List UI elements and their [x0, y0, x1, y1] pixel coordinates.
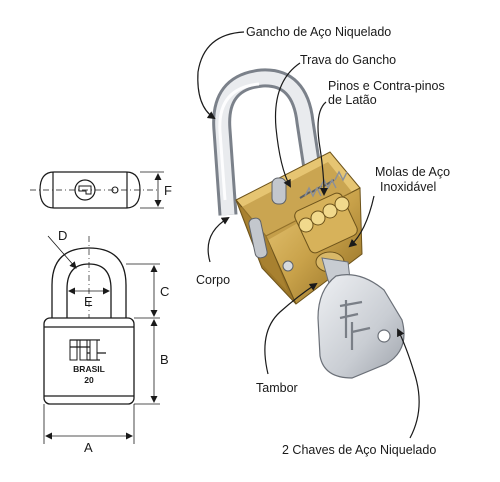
label-trava: Trava do Gancho [300, 53, 396, 67]
dimension-e: E [84, 294, 93, 309]
brand-name: BRASIL [73, 364, 105, 374]
dimension-f: F [164, 183, 172, 198]
lock-body [235, 151, 363, 305]
label-molas-line1: Molas de Aço [375, 165, 450, 179]
label-tambor: Tambor [256, 381, 298, 395]
cutaway-padlock [212, 68, 405, 379]
pin-stack [294, 179, 358, 254]
front-view: BRASIL 20 E D C B A [43, 228, 169, 455]
label-corpo: Corpo [196, 273, 230, 287]
dimension-c: C [160, 284, 169, 299]
label-molas-line2: Inoxidável [380, 180, 436, 194]
springs [304, 170, 348, 198]
key [317, 257, 405, 379]
label-pinos-line1: Pinos e Contra-pinos [328, 79, 445, 93]
dimension-b: B [160, 352, 169, 367]
brand-logo-icon [69, 339, 106, 361]
brand-model: 20 [84, 375, 94, 385]
label-chaves: 2 Chaves de Aço Niquelado [282, 443, 436, 457]
top-view: F [30, 171, 172, 209]
dimension-d: D [58, 228, 67, 243]
dimension-a: A [84, 440, 93, 455]
label-gancho: Gancho de Aço Niquelado [246, 25, 391, 39]
callouts [197, 31, 420, 439]
label-pinos-line2: de Latão [328, 93, 377, 107]
shackle [212, 68, 322, 216]
